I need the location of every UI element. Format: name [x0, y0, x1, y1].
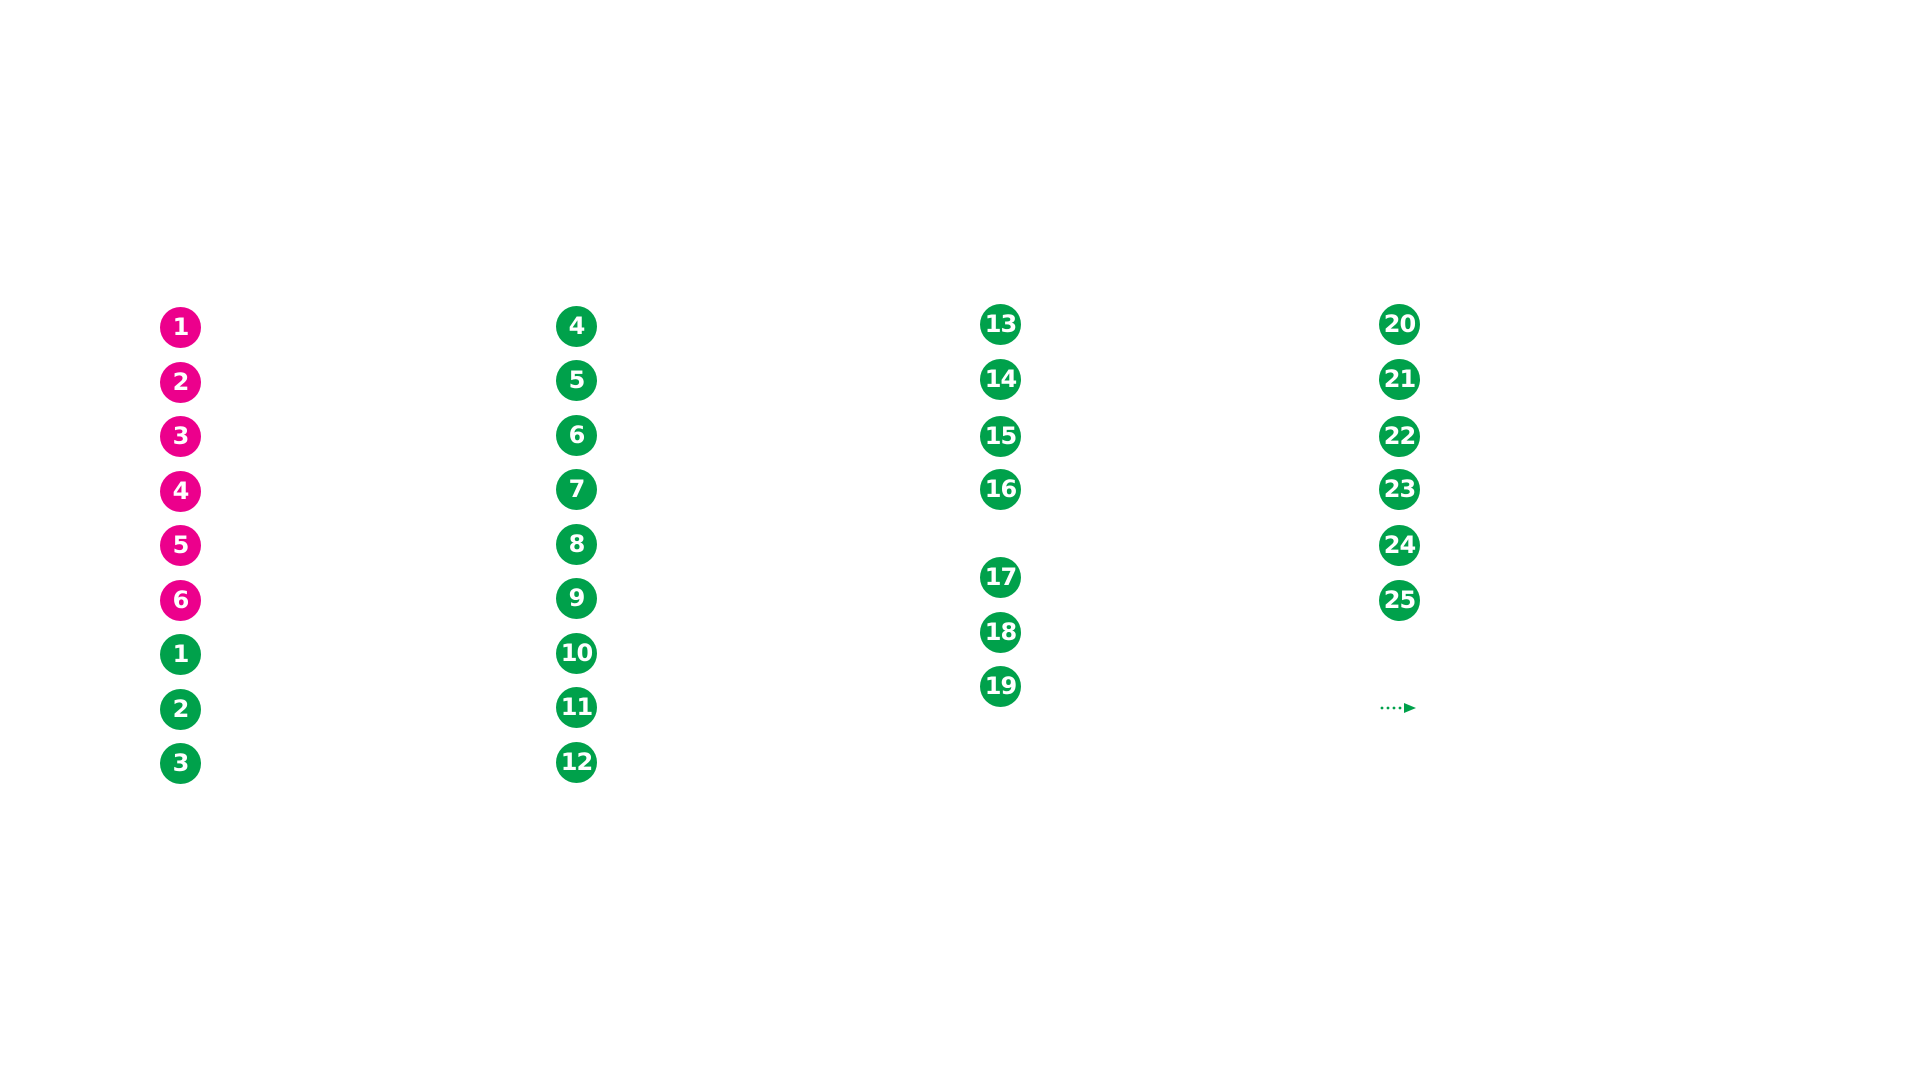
number-badge: 4 — [556, 306, 597, 347]
number-badge: 18 — [980, 612, 1021, 653]
number-badge: 25 — [1379, 580, 1420, 621]
number-badge: 13 — [980, 304, 1021, 345]
number-badge: 17 — [980, 557, 1021, 598]
number-badge: 24 — [1379, 525, 1420, 566]
number-badge: 7 — [556, 469, 597, 510]
number-badge: 9 — [556, 578, 597, 619]
number-badge: 1 — [160, 307, 201, 348]
number-badge: 5 — [556, 360, 597, 401]
number-badge: 11 — [556, 687, 597, 728]
dotted-arrow-right-icon — [1380, 701, 1420, 715]
number-badge: 6 — [556, 415, 597, 456]
number-badge: 15 — [980, 416, 1021, 457]
number-badge: 8 — [556, 524, 597, 565]
number-badge: 10 — [556, 633, 597, 674]
number-badge: 3 — [160, 416, 201, 457]
number-badge: 3 — [160, 743, 201, 784]
number-badge: 12 — [556, 742, 597, 783]
number-badge: 5 — [160, 525, 201, 566]
number-badge: 19 — [980, 666, 1021, 707]
number-badge: 1 — [160, 634, 201, 675]
number-badge: 2 — [160, 689, 201, 730]
number-badge: 20 — [1379, 304, 1420, 345]
number-badge: 16 — [980, 469, 1021, 510]
number-badge: 14 — [980, 359, 1021, 400]
number-badge: 21 — [1379, 359, 1420, 400]
number-badge: 2 — [160, 362, 201, 403]
number-badge: 4 — [160, 471, 201, 512]
number-badge: 23 — [1379, 469, 1420, 510]
number-badge: 6 — [160, 580, 201, 621]
number-badge: 22 — [1379, 416, 1420, 457]
